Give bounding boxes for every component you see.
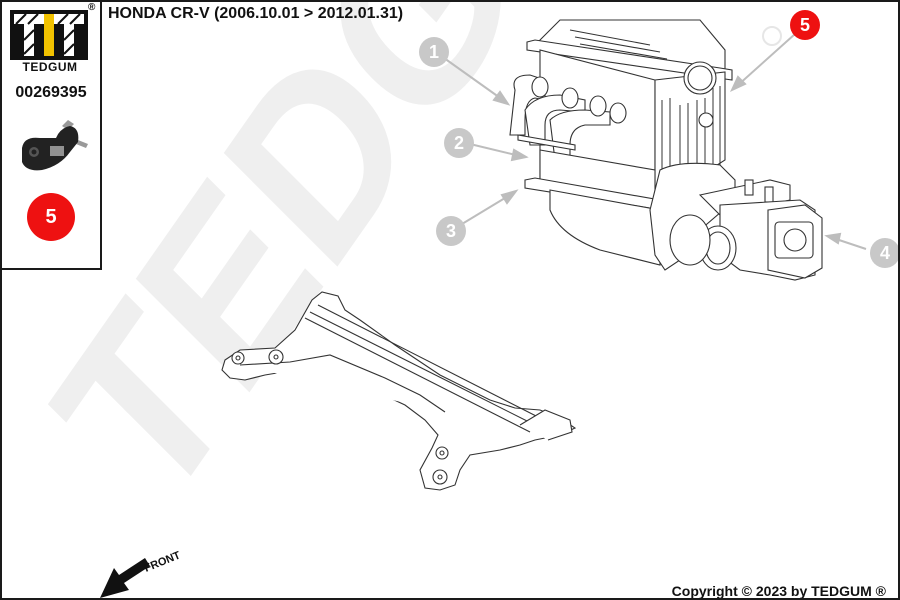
position-badge: 5 (27, 193, 75, 241)
part-info-panel: ® TEDGUM 00269395 5 (0, 0, 102, 270)
callout-3[interactable]: 3 (436, 216, 466, 246)
callout-1[interactable]: 1 (419, 37, 449, 67)
copyright-notice: Copyright © 2023 by TEDGUM ® (671, 583, 886, 599)
engine-mount-image[interactable] (12, 118, 88, 178)
tedgum-logo-icon (10, 10, 88, 60)
callout-4[interactable]: 4 (870, 238, 900, 268)
part-number: 00269395 (15, 84, 87, 101)
registered-mark: ® (88, 2, 96, 13)
vehicle-title: HONDA CR-V (2006.10.01 > 2012.01.31) (108, 5, 404, 22)
brand-name: TEDGUM (22, 60, 78, 74)
callout-5-highlighted[interactable]: 5 (790, 10, 820, 40)
callout-2[interactable]: 2 (444, 128, 474, 158)
